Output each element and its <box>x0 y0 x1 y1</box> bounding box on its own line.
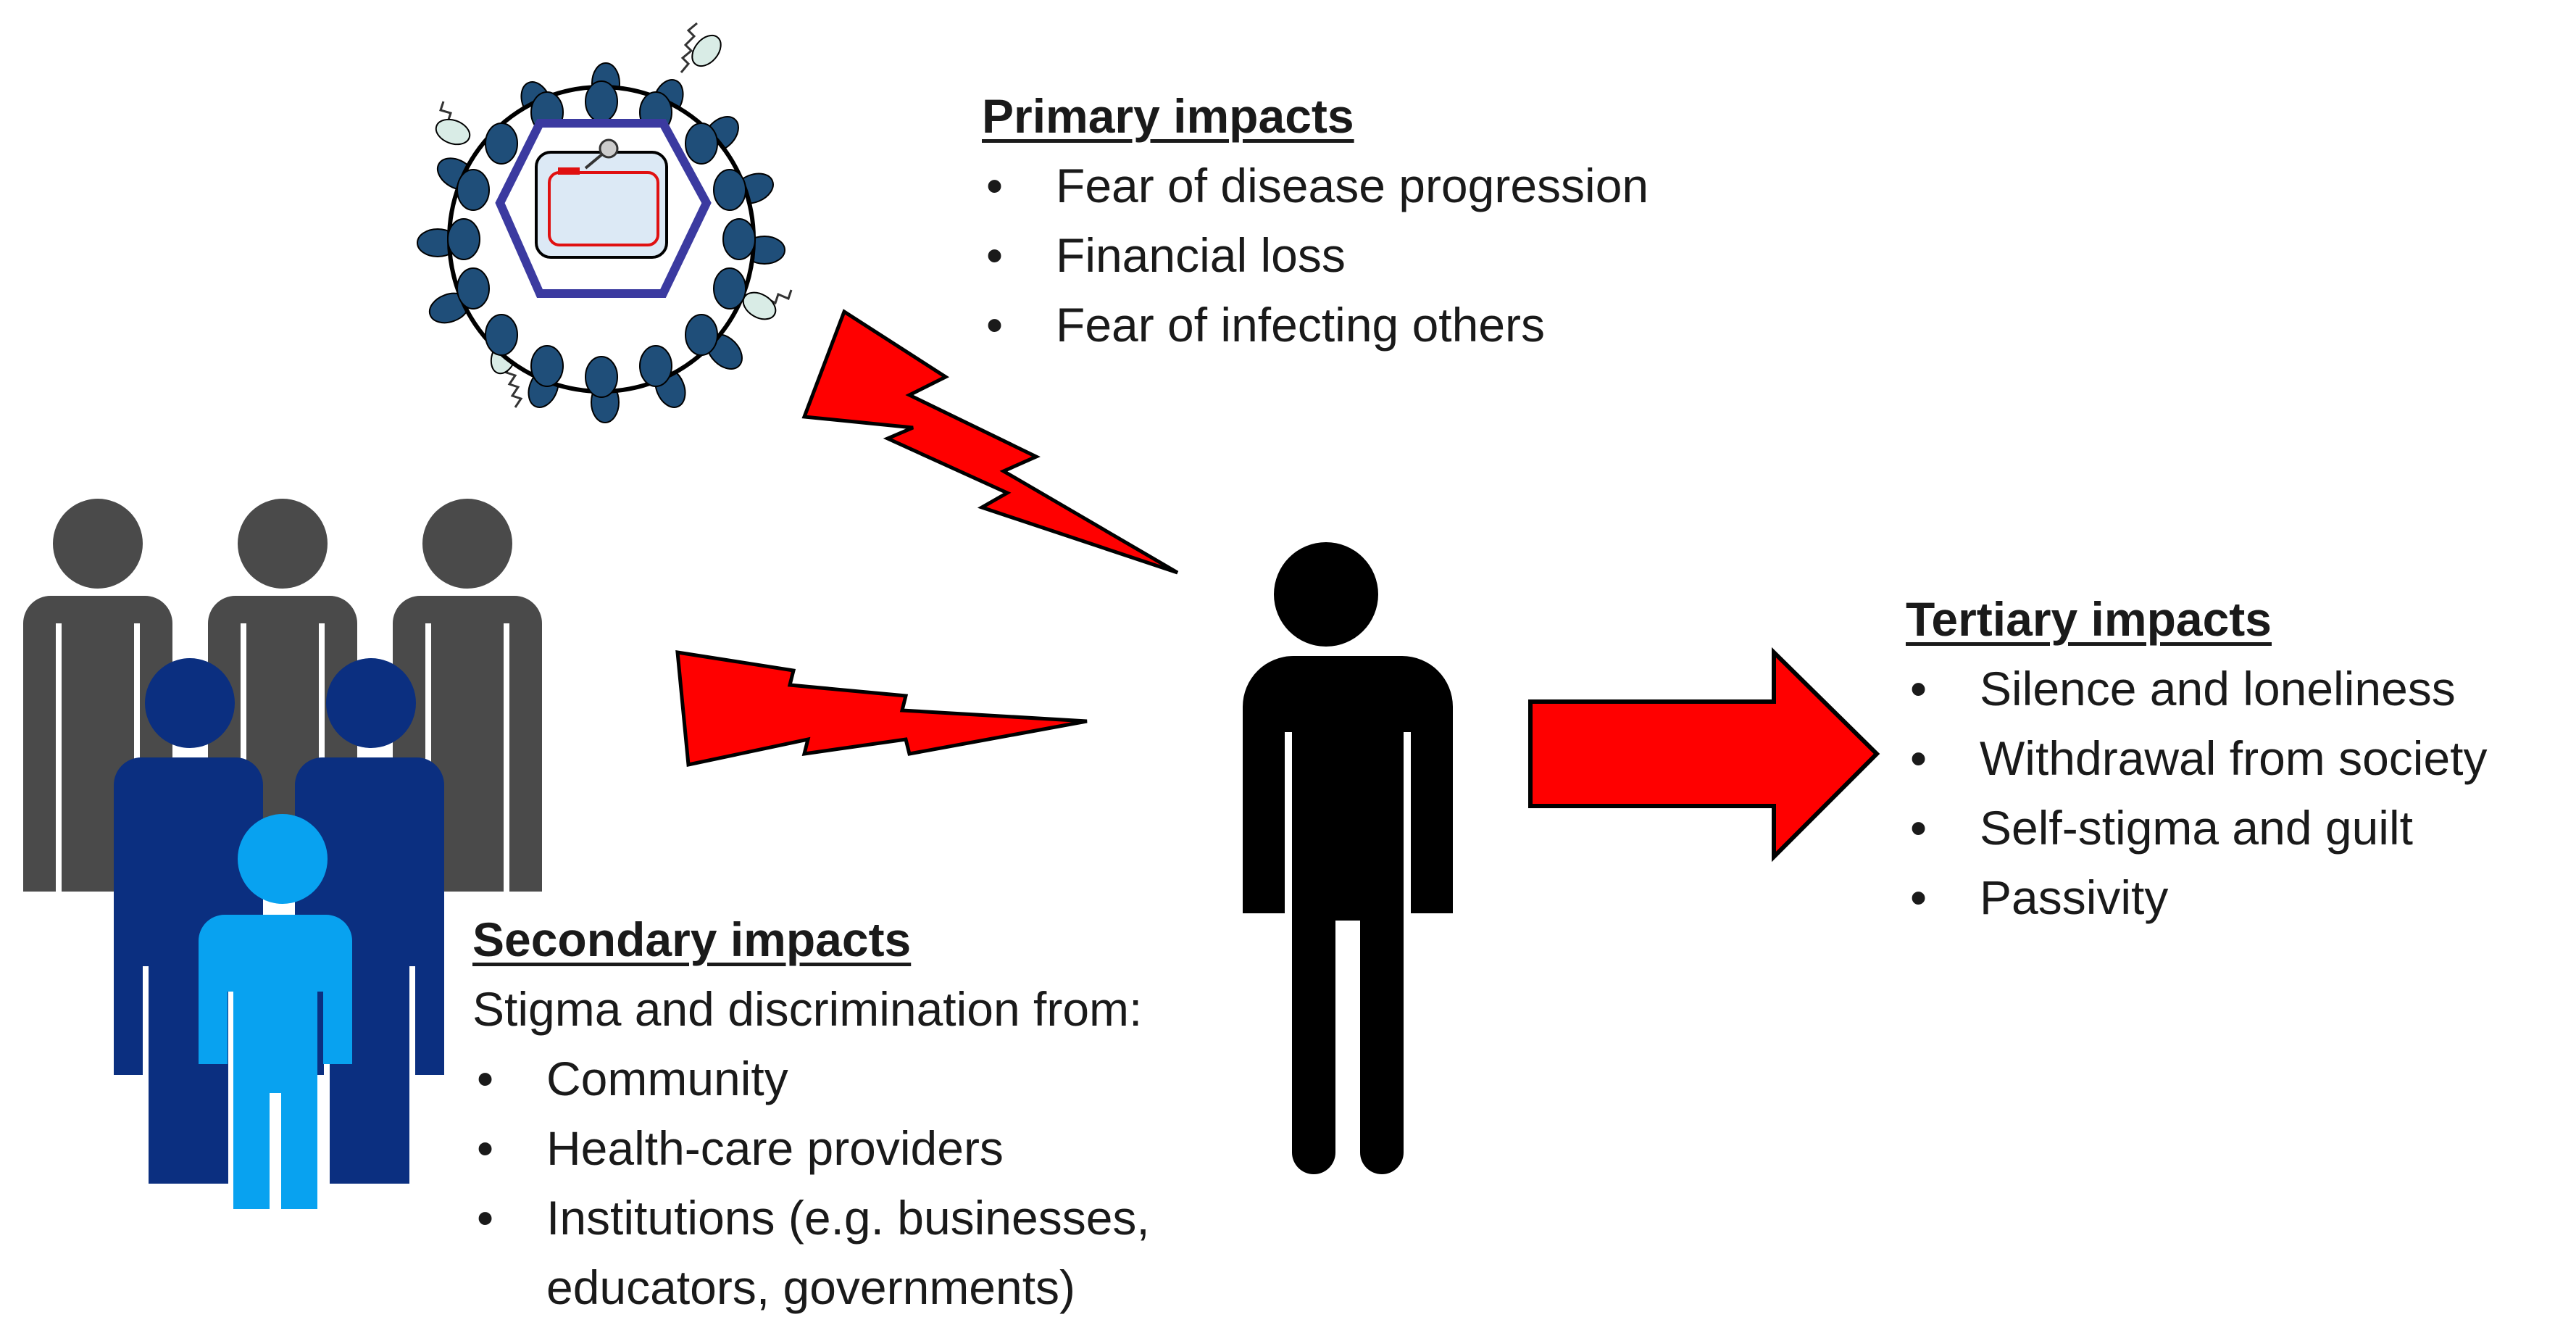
bullet-marker: • <box>986 228 1004 282</box>
bullet-marker: • <box>986 159 1004 212</box>
list-item: • Withdrawal from society <box>1906 723 2488 793</box>
community-front-person <box>199 814 352 1209</box>
list-item-text: educators, governments) <box>546 1260 1076 1314</box>
list-item: • Fear of infecting others <box>982 290 1648 360</box>
community-back-row <box>23 499 542 892</box>
list-item-text: Fear of disease progression <box>1056 159 1649 212</box>
list-item-text: Financial loss <box>1056 228 1346 282</box>
list-item: • Financial loss <box>982 220 1648 290</box>
bullet-marker: • <box>1910 871 1927 924</box>
right-arrow-icon <box>1528 647 1880 863</box>
list-item-text: Fear of infecting others <box>1056 298 1546 352</box>
tertiary-impacts-block: Tertiary impacts • Silence and loneliness… <box>1906 584 2488 932</box>
list-item-text: Self-stigma and guilt <box>1980 801 2413 855</box>
lightning-bolt-icon <box>801 309 1179 575</box>
bullet-marker: • <box>477 1052 494 1105</box>
virus-rna <box>548 171 659 246</box>
secondary-impacts-intro: Stigma and discrimination from: <box>472 982 1143 1036</box>
list-item: • Institutions (e.g. businesses, <box>472 1183 1150 1253</box>
bullet-marker: • <box>477 1191 494 1245</box>
list-item-continuation: educators, governments) <box>472 1253 1150 1322</box>
bullet-marker: • <box>986 298 1004 352</box>
virus-enzyme-stalk <box>584 152 604 170</box>
community-middle-row <box>114 658 444 1184</box>
virus-icon <box>417 22 793 423</box>
list-item-text: Community <box>546 1052 788 1105</box>
virus-core <box>535 151 668 259</box>
primary-impacts-heading: Primary impacts <box>982 89 1354 143</box>
list-item: • Fear of disease progression <box>982 151 1648 220</box>
list-item-text: Institutions (e.g. businesses, <box>546 1191 1150 1245</box>
virus-enzyme <box>599 138 619 159</box>
list-item: • Community <box>472 1044 1150 1113</box>
bullet-marker: • <box>1910 731 1927 785</box>
list-item-text: Silence and loneliness <box>1980 662 2456 715</box>
list-item: • Health-care providers <box>472 1113 1150 1183</box>
list-item-text: Passivity <box>1980 871 2169 924</box>
list-item-text: Withdrawal from society <box>1980 731 2488 785</box>
tertiary-impacts-list: • Silence and loneliness • Withdrawal from… <box>1906 654 2488 932</box>
list-item: • Passivity <box>1906 863 2488 932</box>
list-item-text: Health-care providers <box>546 1121 1004 1175</box>
bullet-marker: • <box>477 1121 494 1175</box>
list-item: • Self-stigma and guilt <box>1906 793 2488 863</box>
primary-impacts-list: • Fear of disease progression • Financial … <box>982 151 1648 360</box>
list-item: • Silence and loneliness <box>1906 654 2488 723</box>
primary-impacts-block: Primary impacts • Fear of disease progres… <box>982 81 1648 360</box>
bullet-marker: • <box>1910 801 1927 855</box>
bullet-marker: • <box>1910 662 1927 715</box>
person-icon <box>1243 542 1453 1174</box>
secondary-impacts-heading: Secondary impacts <box>472 913 912 966</box>
secondary-impacts-list: • Community • Health-care providers • Insti… <box>472 1044 1150 1322</box>
lightning-bolt-icon <box>675 650 1088 768</box>
tertiary-impacts-heading: Tertiary impacts <box>1906 592 2272 646</box>
secondary-impacts-block: Secondary impacts Stigma and discriminat… <box>472 905 1150 1322</box>
community-group-icon <box>23 499 542 1209</box>
